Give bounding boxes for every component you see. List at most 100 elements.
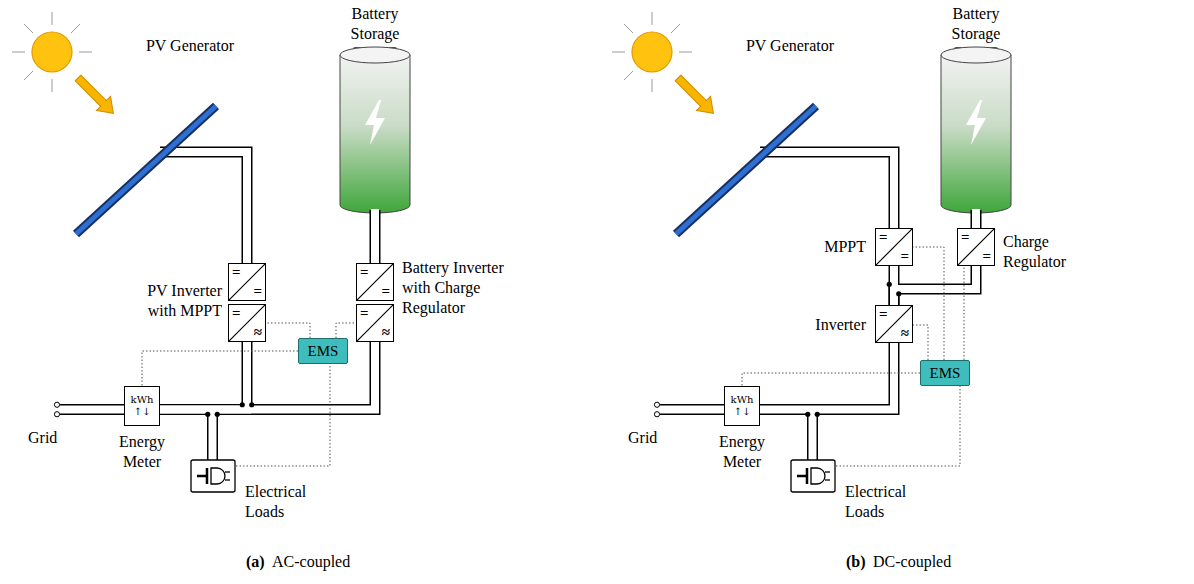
caption-letter: (b): [846, 552, 866, 572]
drawing-part: [54, 412, 59, 417]
converter-box: ==: [957, 228, 995, 266]
meter-label: kWh: [731, 394, 754, 407]
pv-panel: [676, 106, 816, 234]
power-wire: [760, 152, 894, 228]
sun-icon: [612, 12, 720, 120]
converter-symbol: =: [879, 307, 888, 322]
converter-symbol: =: [253, 284, 262, 299]
converter-symbol: =: [232, 265, 241, 280]
converter-symbol: =: [879, 230, 888, 245]
component-label: PV Inverter with MPPT: [122, 281, 222, 321]
converter-box: =≈: [228, 304, 266, 342]
load-symbol: [791, 460, 835, 492]
ems-box: EMS: [920, 360, 970, 386]
converter-symbol: =: [232, 306, 241, 321]
drawing-part: [896, 291, 901, 296]
battery-icon: [340, 47, 410, 213]
component-label: Electrical Loads: [845, 482, 925, 522]
wire-gap: [809, 410, 817, 462]
wire-gap: [972, 209, 980, 229]
converter-symbol: =: [381, 284, 390, 299]
converter-symbol: ≈: [901, 326, 909, 341]
power-wire-gaps: [58, 152, 976, 461]
drawing-part: [76, 106, 216, 234]
drawing-part: [249, 402, 254, 407]
meter-label: ↑↓: [734, 406, 751, 419]
component-label: Energy Meter: [112, 432, 172, 472]
diagonal-line: [357, 305, 393, 341]
diagonal-line: [229, 305, 265, 341]
signal-lines: [142, 247, 964, 466]
wire-gap: [758, 152, 894, 229]
component-label: PV Generator: [746, 36, 834, 56]
power-wire: [760, 343, 894, 410]
power-wire: [370, 210, 381, 263]
component-label: PV Generator: [146, 36, 234, 56]
energy-meter: kWh↑↓: [124, 386, 160, 426]
ems-label: EMS: [930, 366, 961, 381]
component-label: DC-coupled: [873, 552, 951, 572]
converter-symbol: =: [360, 265, 369, 280]
signal-line: [336, 323, 356, 338]
drawing-part: [205, 412, 210, 417]
ems-label: EMS: [308, 344, 339, 359]
wire-gap: [58, 406, 125, 414]
drawing-part: [676, 106, 816, 234]
diagonal-line: [876, 229, 912, 265]
drawing-part: [815, 412, 820, 417]
wire-gap: [160, 342, 247, 410]
signal-line: [836, 386, 960, 466]
power-wire: [971, 210, 982, 228]
component-label: MPPT: [824, 237, 866, 257]
diagonal-line: [876, 306, 912, 342]
drawing-part: [54, 402, 59, 407]
component-label: Battery Inverter with Charge Regulator: [402, 258, 532, 318]
drawing-part: [676, 106, 816, 234]
energy-meter: kWh↑↓: [724, 386, 760, 426]
component-label: Grid: [28, 428, 57, 448]
component-label: Energy Meter: [712, 432, 772, 472]
meter-label: ↑↓: [134, 406, 151, 419]
converter-symbol: =: [961, 230, 970, 245]
drawing-part: [240, 402, 245, 407]
converter-box: =≈: [875, 305, 913, 343]
wire-gap: [760, 343, 894, 410]
diagonal-line: [229, 264, 265, 300]
drawing-part: [654, 412, 659, 417]
signal-line: [913, 325, 928, 360]
drawing-part: [887, 282, 892, 287]
sun-icon: [12, 12, 120, 120]
signal-line: [236, 364, 330, 466]
diagonal-line: [357, 264, 393, 300]
converter-symbol: ≈: [382, 325, 390, 340]
wire-gap: [658, 406, 725, 414]
component-label: Inverter: [815, 315, 866, 335]
wire-gap: [371, 209, 379, 264]
ems-box: EMS: [298, 338, 348, 364]
converter-box: ==: [875, 228, 913, 266]
converter-symbol: =: [900, 249, 909, 264]
diagonal-line: [958, 229, 994, 265]
drawing-part: [215, 412, 220, 417]
converter-box: ==: [228, 263, 266, 301]
drawing-part: [76, 106, 216, 234]
converter-symbol: ≈: [254, 325, 262, 340]
meter-label: kWh: [131, 394, 154, 407]
component-label: Grid: [628, 428, 657, 448]
pv-panel: [76, 106, 216, 234]
drawing-part: [654, 402, 659, 407]
junction-dots: [205, 282, 901, 417]
signal-line: [964, 266, 965, 360]
signal-line: [266, 323, 310, 338]
power-wire: [207, 410, 218, 461]
caption-letter: (a): [246, 552, 265, 572]
component-label: Battery Storage: [335, 4, 415, 44]
power-wires: [60, 152, 976, 460]
wire-gap: [158, 152, 247, 264]
drawing-part: [805, 412, 810, 417]
signal-line: [142, 351, 298, 386]
converter-symbol: =: [360, 306, 369, 321]
power-wire: [807, 410, 818, 461]
signal-line: [913, 247, 944, 360]
